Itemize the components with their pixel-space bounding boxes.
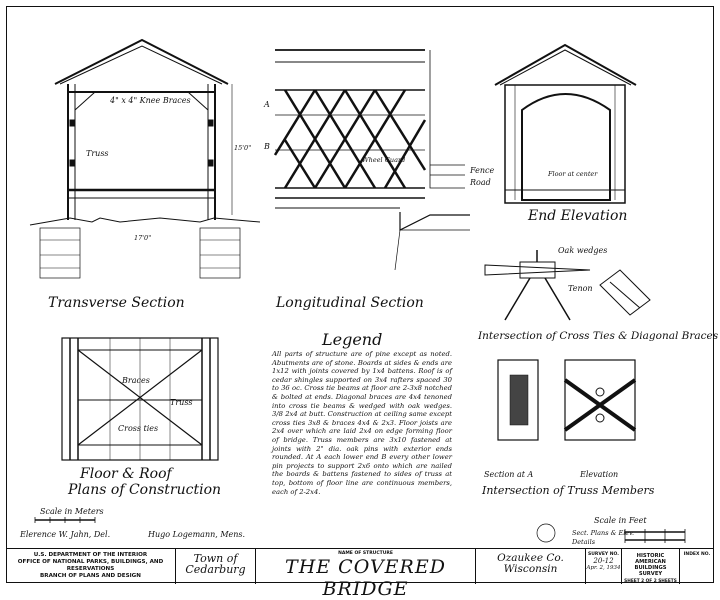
truss-members-title: Intersection of Truss Members <box>482 484 655 497</box>
index-label: INDEX NO. <box>683 552 711 557</box>
width-dimension: 17'0" <box>134 234 152 242</box>
section-mark-b: B <box>264 142 270 151</box>
transverse-section-title: Transverse Section <box>48 295 185 311</box>
scale-bars <box>34 517 686 543</box>
floor-at-center-label: Floor at center <box>548 170 598 178</box>
town-cell: Town of Cedarburg <box>176 549 256 584</box>
plans-title-line1: Floor & Roof <box>80 466 172 482</box>
structure-name: THE COVERED BRIDGE <box>285 556 446 600</box>
knee-braces-label: 4" x 4" Knee Braces <box>110 96 191 105</box>
county-cell: Ozaukee Co. Wisconsin <box>476 549 586 584</box>
intersection-ties-title: Intersection of Cross Ties & Diagonal Br… <box>478 330 719 342</box>
height-dimension: 15'0" <box>234 144 252 152</box>
section-at-a-label: Section at A <box>484 470 534 479</box>
measurer-credit: Hugo Logemann, Mens. <box>148 530 246 539</box>
index-cell: INDEX NO. <box>680 549 714 584</box>
truss-members-drawing <box>497 359 637 441</box>
scale-feet-label: Scale in Feet <box>594 516 647 525</box>
scale-feet-sub2: Details <box>572 538 596 546</box>
tenon-label: Tenon <box>568 284 593 293</box>
town-line2: Cedarburg <box>185 563 246 576</box>
fence-label: Fence <box>470 166 495 175</box>
oak-wedges-label: Oak wedges <box>558 246 608 255</box>
plans-title-line2: Plans of Construction <box>68 482 222 498</box>
longitudinal-section-drawing <box>273 49 470 271</box>
town-line1: Town of <box>193 552 238 565</box>
braces-label: Braces <box>122 376 150 385</box>
agency-cell: U.S. DEPARTMENT OF THE INTERIOR OFFICE O… <box>6 549 176 584</box>
agency-line1: U.S. DEPARTMENT OF THE INTERIOR <box>33 552 148 558</box>
cross-ties-label: Cross ties <box>118 424 159 433</box>
end-elevation-title: End Elevation <box>528 208 628 224</box>
floor-roof-plans-drawing <box>61 337 219 461</box>
county-line1: Ozaukee Co. <box>497 552 564 564</box>
county-line2: Wisconsin <box>503 563 558 575</box>
habs-line1: HISTORIC AMERICAN <box>635 553 666 565</box>
elevation-label: Elevation <box>580 470 619 479</box>
scale-feet-sub1: Sect. Plans & Elev. <box>572 529 635 537</box>
habs-cell: HISTORIC AMERICAN BUILDINGS SURVEY SHEET… <box>622 549 680 584</box>
section-mark-a: A <box>264 100 270 109</box>
sheet-number: SHEET 2 OF 2 SHEETS <box>624 579 677 584</box>
survey-date: Apr. 2, 1934 <box>586 565 621 571</box>
survey-label: SURVEY NO. <box>588 552 619 557</box>
survey-number: 20-12 <box>593 557 614 565</box>
wheel-guard-label: Wheel Guard <box>362 156 406 164</box>
drawing-sheet <box>6 6 714 583</box>
agency-line2: OFFICE OF NATIONAL PARKS, BUILDINGS, AND… <box>17 559 164 572</box>
legend-text: All parts of structure are of pine excep… <box>272 350 452 496</box>
plan-truss-label: Truss <box>170 398 193 407</box>
scale-meters-label: Scale in Meters <box>40 507 104 516</box>
habs-line2: BUILDINGS SURVEY <box>634 565 667 577</box>
road-label: Road <box>470 178 491 187</box>
structure-name-cell: NAME OF STRUCTURE THE COVERED BRIDGE <box>256 549 476 600</box>
cross-ties-detail-drawing <box>484 250 651 321</box>
title-block: U.S. DEPARTMENT OF THE INTERIOR OFFICE O… <box>6 548 714 600</box>
truss-label: Truss <box>86 149 109 158</box>
end-elevation-drawing <box>494 43 637 204</box>
survey-cell: SURVEY NO. 20-12 Apr. 2, 1934 <box>586 549 622 584</box>
delineator-credit: Elerence W. Jahn, Del. <box>20 530 111 539</box>
longitudinal-section-title: Longitudinal Section <box>276 295 424 311</box>
structure-name-label: NAME OF STRUCTURE <box>338 551 393 556</box>
transverse-section-drawing <box>29 38 261 279</box>
legend-title: Legend <box>322 330 383 349</box>
agency-line3: BRANCH OF PLANS AND DESIGN <box>40 573 141 579</box>
